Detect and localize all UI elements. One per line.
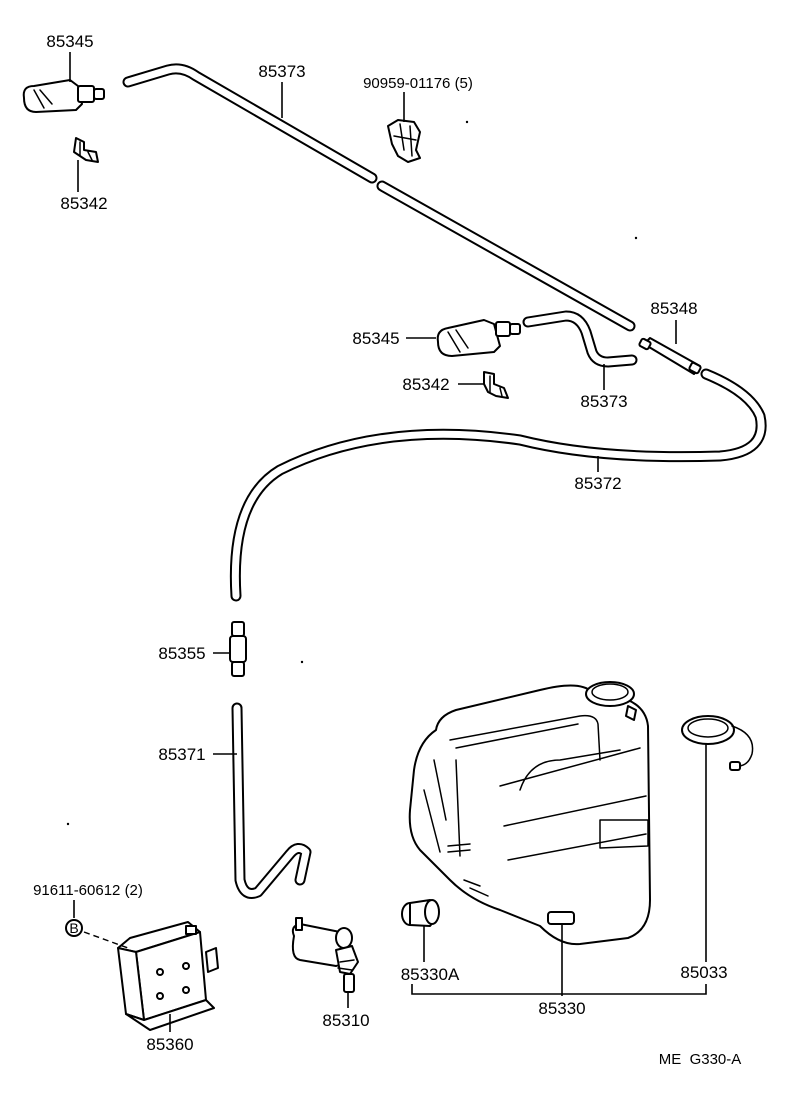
leader-lines: [69, 52, 707, 1032]
tank-cap-85033: [681, 715, 754, 771]
label-pump: 85310: [322, 1011, 369, 1030]
label-hose-lower: 85371: [158, 745, 205, 764]
nozzle-85345-right: [436, 319, 521, 357]
speck: [465, 120, 469, 124]
hose-85371: [231, 702, 312, 899]
label-hose-top: 85373: [258, 62, 305, 81]
label-bolt: 91611-60612 (2): [33, 882, 143, 899]
speck: [66, 822, 70, 826]
clip-85342-right: [483, 371, 509, 399]
diagram-code: ME G330-A: [659, 1051, 742, 1068]
label-valve-joint: 85348: [650, 299, 697, 318]
hose-85372: [229, 368, 767, 602]
nozzle-85345-left: [22, 79, 105, 113]
hose-85373-upper: [122, 63, 636, 332]
bolt-marker: B: [65, 919, 129, 949]
label-grommet: 85330A: [401, 965, 460, 984]
label-hose-joint: 85355: [158, 644, 205, 663]
hose-85373-lower: [522, 310, 638, 368]
label-hose-right: 85373: [580, 392, 627, 411]
label-bracket: 85360: [146, 1035, 193, 1054]
clip-90959-01176: [387, 119, 421, 163]
bolt-symbol: B: [69, 920, 78, 936]
label-clip-left: 85342: [60, 194, 107, 213]
washer-pump-85310: [291, 917, 359, 993]
bracket-85360: [117, 921, 219, 1031]
speck: [634, 236, 638, 240]
label-clip-bolt: 90959-01176 (5): [363, 75, 473, 92]
washer-tank-85330: [408, 681, 651, 946]
label-clip-right: 85342: [402, 375, 449, 394]
label-cap: 85033: [680, 963, 727, 982]
hose-joint-85355: [229, 621, 247, 677]
label-hose-long: 85372: [574, 474, 621, 493]
clip-85342-left: [73, 137, 99, 163]
valve-joint-85348: [638, 337, 702, 375]
label-nozzle-left: 85345: [46, 32, 93, 51]
grommet-85330A: [401, 899, 440, 927]
label-tank: 85330: [538, 999, 585, 1018]
label-nozzle-right: 85345: [352, 329, 399, 348]
speck: [300, 660, 304, 664]
